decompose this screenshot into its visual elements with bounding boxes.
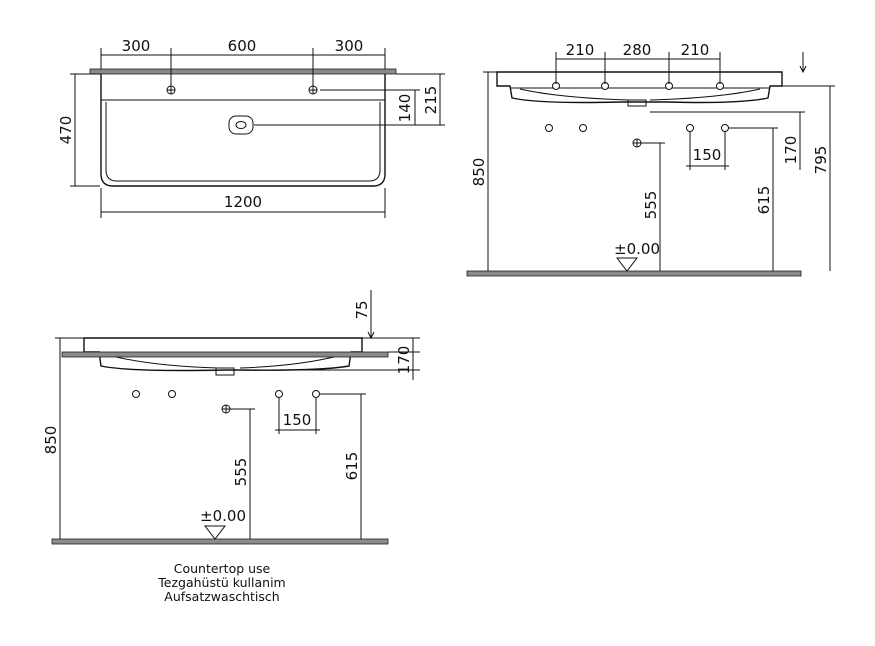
zero-level-marker-countertop <box>203 525 227 540</box>
top-view-slab <box>89 68 397 75</box>
dim-795: 795 <box>812 146 830 175</box>
dim-top-300-left: 300 <box>122 37 151 55</box>
dim-170-countertop: 170 <box>395 346 413 375</box>
front-view-drain <box>627 99 647 107</box>
caption: Countertop use Tezgahüstü kullanim Aufsa… <box>157 561 285 604</box>
dim-depth-470: 470 <box>57 116 75 145</box>
zero-level-marker <box>615 257 639 272</box>
caption-line-3: Aufsatzwaschtisch <box>164 589 279 604</box>
countertop-fittings <box>132 390 320 414</box>
dim-top-300-right: 300 <box>335 37 364 55</box>
front-view-floor <box>466 270 802 277</box>
dim-555: 555 <box>642 191 660 220</box>
front-view-fittings <box>545 124 729 148</box>
dim-top-600: 600 <box>228 37 257 55</box>
countertop-view: 75 170 850 150 555 615 ±0.00 <box>42 290 420 545</box>
dim-140: 140 <box>396 94 414 123</box>
dim-615: 615 <box>755 186 773 215</box>
countertop-slab <box>61 351 389 358</box>
front-view: 210 280 210 850 795 170 150 <box>466 41 835 277</box>
dim-210-right: 210 <box>681 41 710 59</box>
dim-215: 215 <box>422 86 440 115</box>
dim-150: 150 <box>693 146 722 164</box>
dim-170: 170 <box>782 136 800 165</box>
dim-210-left: 210 <box>566 41 595 59</box>
dim-850-countertop: 850 <box>42 426 60 455</box>
dim-555-countertop: 555 <box>232 458 250 487</box>
countertop-basin <box>83 337 363 372</box>
dim-total-1200: 1200 <box>224 193 262 211</box>
zero-level-label: ±0.00 <box>614 240 660 258</box>
top-view-basin-outline <box>100 74 386 187</box>
top-view-bowl <box>105 102 381 182</box>
caption-line-2: Tezgahüstü kullanim <box>157 575 285 590</box>
zero-level-label-countertop: ±0.00 <box>200 507 246 525</box>
dim-280: 280 <box>623 41 652 59</box>
front-view-basin <box>496 71 783 104</box>
dim-850: 850 <box>470 158 488 187</box>
caption-line-1: Countertop use <box>174 561 271 576</box>
countertop-drain <box>215 367 235 376</box>
drain-icon <box>228 115 254 135</box>
dim-150-countertop: 150 <box>283 411 312 429</box>
dim-615-countertop: 615 <box>343 452 361 481</box>
dim-75: 75 <box>353 300 371 319</box>
top-view: 300 600 300 1200 470 140 215 <box>57 37 445 218</box>
countertop-floor <box>51 538 389 545</box>
